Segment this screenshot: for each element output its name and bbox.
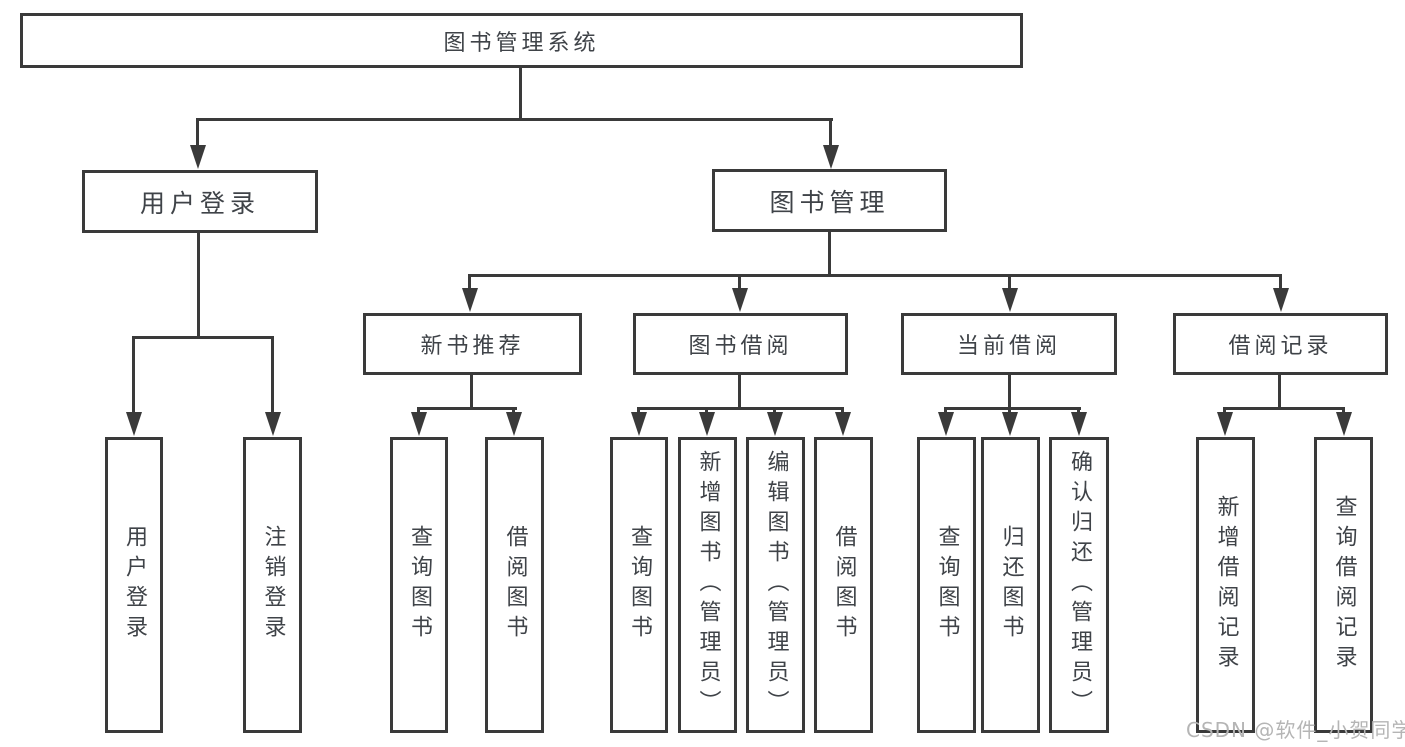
leaf-logout-label: 注销登录 xyxy=(260,525,286,645)
connector-new-book-recommend-stem xyxy=(470,375,473,407)
connector-borrow-records-stem xyxy=(1278,375,1281,407)
arrow-to-leaf-user-login-icon xyxy=(126,412,142,436)
connector-root-to-user-login xyxy=(196,118,199,161)
arrow-to-leaf-query-book-recommend-icon xyxy=(411,412,427,436)
leaf-return-book: 归还图书 xyxy=(981,437,1040,733)
connector-to-leaf-user-login xyxy=(132,336,135,428)
connector-to-leaf-logout xyxy=(271,336,274,428)
connector-root-rail xyxy=(196,118,833,121)
leaf-borrow-book-recommend-label: 借阅图书 xyxy=(502,525,528,645)
arrow-to-new-book-recommend-icon xyxy=(462,288,478,312)
connector-book-borrow-stem xyxy=(738,375,741,407)
connector-user-login-stem xyxy=(197,233,200,336)
connector-current-borrow-rail xyxy=(944,407,1081,410)
node-book-management-label: 图书管理 xyxy=(769,187,890,217)
leaf-query-borrow-record: 查询借阅记录 xyxy=(1314,437,1373,733)
connector-book-management-stem xyxy=(828,232,831,274)
leaf-query-book-recommend-label: 查询图书 xyxy=(407,525,432,645)
leaf-add-book-admin: 新增图书（管理员） xyxy=(678,437,737,733)
leaf-query-book-borrow: 查询图书 xyxy=(610,437,668,733)
arrow-to-leaf-add-book-admin-icon xyxy=(699,412,715,436)
leaf-add-book-admin-label: 新增图书（管理员） xyxy=(695,450,721,720)
leaf-query-book-borrow-label: 查询图书 xyxy=(627,525,652,645)
node-root: 图书管理系统 xyxy=(20,13,1023,68)
connector-new-book-recommend-rail xyxy=(417,407,517,410)
arrow-to-leaf-query-book-current-icon xyxy=(938,412,954,436)
arrow-to-leaf-return-book-icon xyxy=(1002,412,1018,436)
connector-root-to-book-management xyxy=(829,118,832,161)
node-current-borrow: 当前借阅 xyxy=(901,313,1117,375)
leaf-query-book-current: 查询图书 xyxy=(917,437,976,733)
arrow-to-leaf-query-borrow-record-icon xyxy=(1336,412,1352,436)
arrow-to-leaf-borrow-book-icon xyxy=(835,412,851,436)
leaf-confirm-return-admin: 确认归还（管理员） xyxy=(1049,437,1109,733)
connector-borrow-records-rail xyxy=(1223,407,1345,410)
arrow-to-leaf-logout-icon xyxy=(265,412,281,436)
connector-user-login-rail xyxy=(132,336,274,339)
leaf-query-book-current-label: 查询图书 xyxy=(934,525,960,645)
leaf-user-login-label: 用户登录 xyxy=(122,525,147,645)
leaf-borrow-book-recommend: 借阅图书 xyxy=(485,437,544,733)
connector-current-borrow-stem xyxy=(1008,375,1011,407)
node-current-borrow-label: 当前借阅 xyxy=(956,334,1061,359)
leaf-query-borrow-record-label: 查询借阅记录 xyxy=(1331,495,1357,675)
leaf-borrow-book: 借阅图书 xyxy=(814,437,873,733)
node-new-book-recommend-label: 新书推荐 xyxy=(420,334,525,359)
node-root-label: 图书管理系统 xyxy=(443,30,600,56)
csdn-watermark: CSDN @软件_小贺同学 xyxy=(1186,718,1405,742)
arrow-to-book-management-icon xyxy=(823,145,839,169)
leaf-query-book-recommend: 查询图书 xyxy=(390,437,448,733)
arrow-to-leaf-edit-book-admin-icon xyxy=(767,412,783,436)
node-user-login-label: 用户登录 xyxy=(139,188,260,218)
node-book-borrow: 图书借阅 xyxy=(633,313,848,375)
leaf-confirm-return-admin-label: 确认归还（管理员） xyxy=(1067,450,1092,720)
node-borrow-records-label: 借阅记录 xyxy=(1228,334,1333,359)
leaf-edit-book-admin: 编辑图书（管理员） xyxy=(746,437,805,733)
leaf-logout: 注销登录 xyxy=(243,437,302,733)
arrow-to-leaf-add-borrow-record-icon xyxy=(1217,412,1233,436)
leaf-user-login: 用户登录 xyxy=(105,437,163,733)
node-book-borrow-label: 图书借阅 xyxy=(688,334,793,359)
arrow-to-current-borrow-icon xyxy=(1002,288,1018,312)
leaf-borrow-book-label: 借阅图书 xyxy=(831,525,857,645)
connector-root-stem xyxy=(519,68,522,118)
arrow-to-leaf-borrow-book-recommend-icon xyxy=(506,412,522,436)
connector-book-borrow-rail xyxy=(637,407,844,410)
node-user-login: 用户登录 xyxy=(82,170,318,233)
node-new-book-recommend: 新书推荐 xyxy=(363,313,582,375)
leaf-return-book-label: 归还图书 xyxy=(998,525,1024,645)
arrow-to-leaf-confirm-return-admin-icon xyxy=(1071,412,1087,436)
arrow-to-user-login-icon xyxy=(190,145,206,169)
leaf-edit-book-admin-label: 编辑图书（管理员） xyxy=(763,450,789,720)
arrow-to-book-borrow-icon xyxy=(732,288,748,312)
arrow-to-leaf-query-book-borrow-icon xyxy=(631,412,647,436)
node-book-management: 图书管理 xyxy=(712,169,947,232)
leaf-add-borrow-record-label: 新增借阅记录 xyxy=(1213,495,1239,675)
connector-book-management-rail xyxy=(468,274,1282,277)
leaf-add-borrow-record: 新增借阅记录 xyxy=(1196,437,1255,733)
arrow-to-borrow-records-icon xyxy=(1273,288,1289,312)
node-borrow-records: 借阅记录 xyxy=(1173,313,1388,375)
